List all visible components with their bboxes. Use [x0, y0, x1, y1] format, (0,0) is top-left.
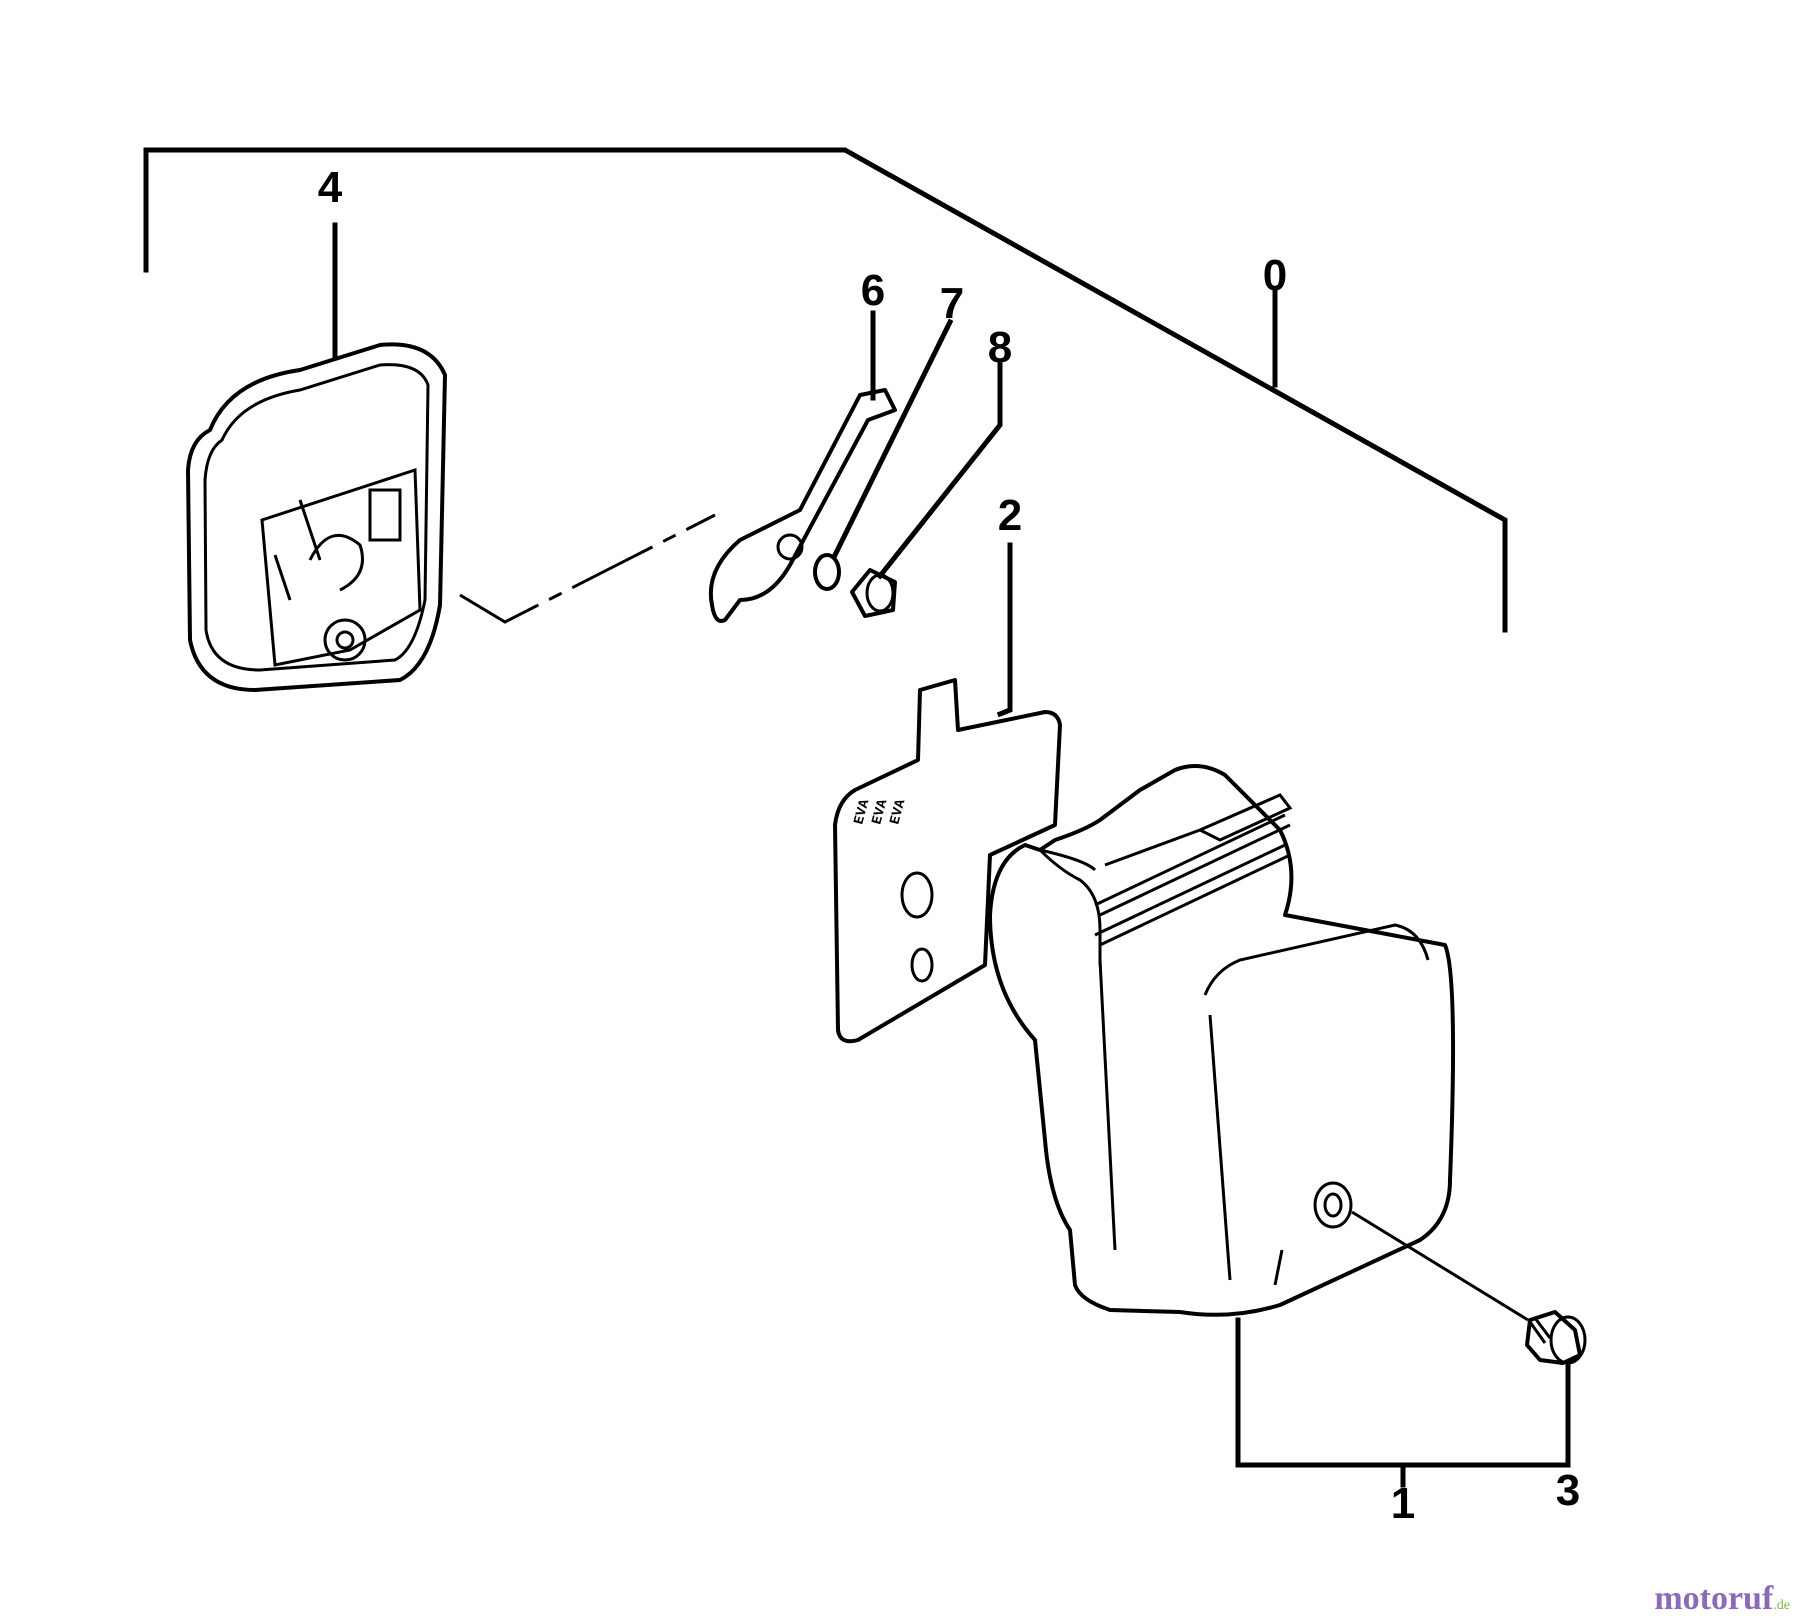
- callout-8: 8: [988, 323, 1012, 372]
- callout-4: 4: [318, 163, 343, 212]
- callout-1: 1: [1391, 1479, 1415, 1528]
- svg-text:EVA: EVA: [887, 797, 909, 826]
- part-2-gasket: EVA EVA EVA: [833, 542, 1062, 1044]
- svg-text:EVA: EVA: [869, 797, 891, 826]
- svg-text:EVA: EVA: [851, 797, 873, 826]
- part-3-screw: [1351, 1210, 1587, 1365]
- site-watermark: motoruf.de: [1654, 1580, 1790, 1617]
- callout-6: 6: [861, 266, 885, 315]
- part-1-muffler: [988, 764, 1571, 1488]
- assembly-bracket: [143, 147, 1508, 633]
- part-7-washer: [813, 318, 954, 591]
- part-6-lever: [708, 310, 897, 623]
- part-8-sleeve: [850, 362, 1003, 618]
- callout-3: 3: [1556, 1466, 1580, 1515]
- part-4-cover: [186, 222, 447, 692]
- callout-2: 2: [998, 491, 1022, 540]
- callout-7: 7: [940, 279, 964, 328]
- callout-0: 0: [1263, 251, 1287, 300]
